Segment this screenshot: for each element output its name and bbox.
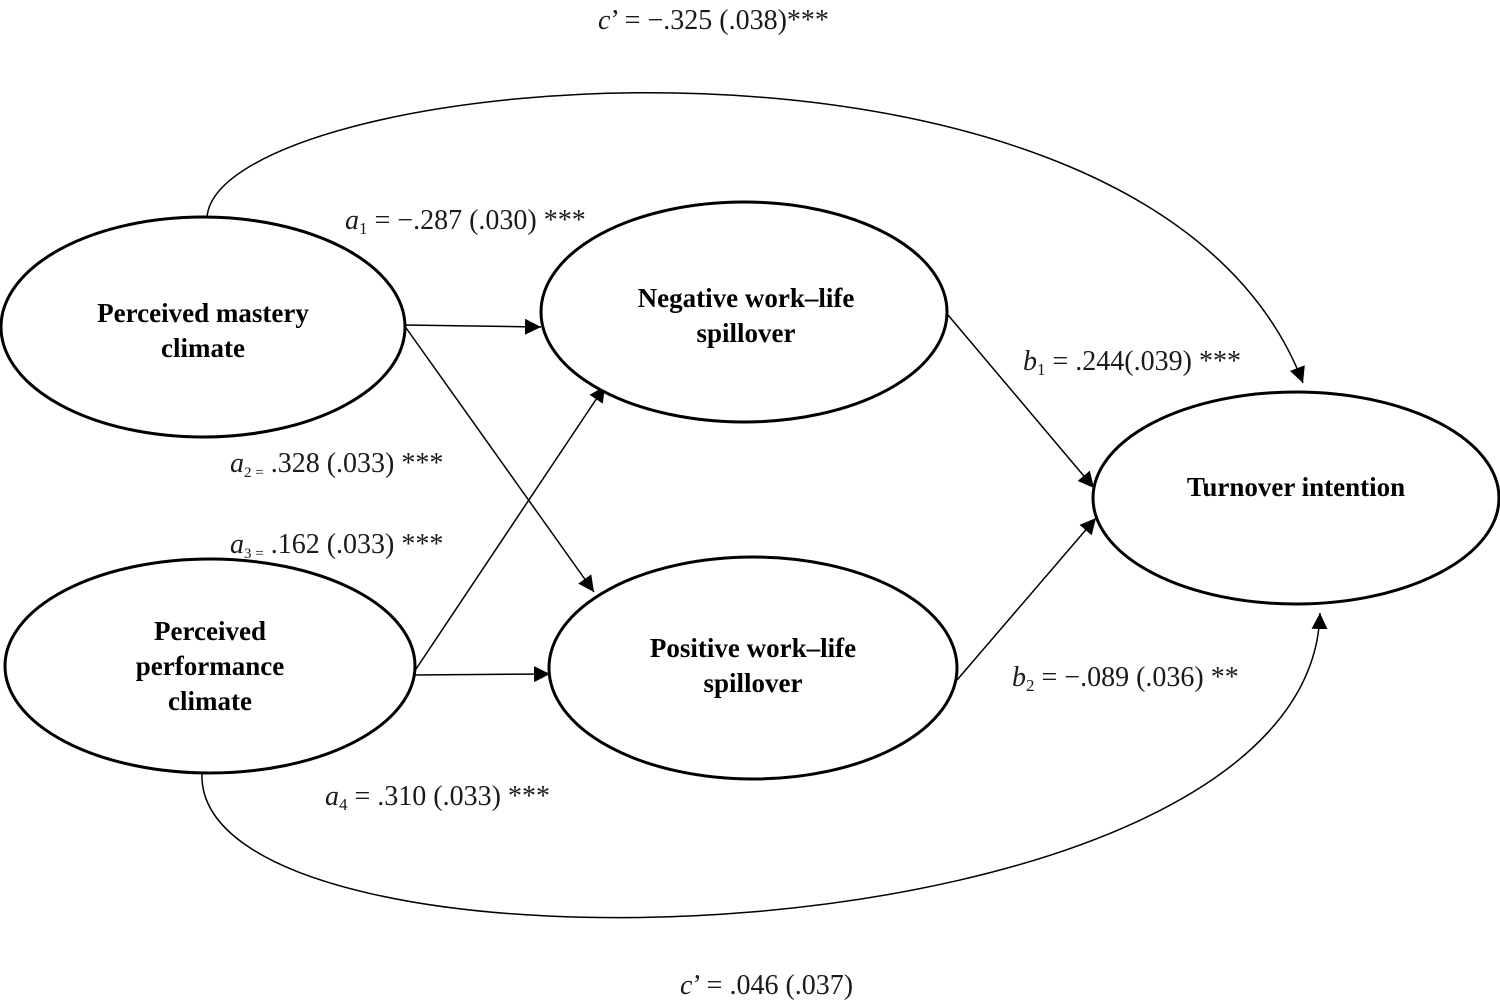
node-negative-work-life-spillover: Negative work–life spillover bbox=[539, 200, 949, 424]
path-a4-arrow bbox=[411, 666, 551, 683]
node-label-line: climate bbox=[168, 686, 252, 716]
direct-path-mastery-to-turnover bbox=[206, 92, 1305, 384]
node-label-line: Perceived bbox=[154, 616, 266, 646]
label-c-prime-top: c’ = −.325 (.038)*** bbox=[598, 5, 829, 36]
path-b2-arrow bbox=[956, 517, 1097, 681]
node-label-line: performance bbox=[136, 651, 284, 681]
path-a3-arrow bbox=[411, 385, 606, 676]
node-label-line: Turnover intention bbox=[1187, 472, 1405, 502]
node-perceived-mastery-climate: Perceived mastery climate bbox=[0, 215, 407, 439]
label-a4: a4 = .310 (.033) *** bbox=[325, 781, 550, 814]
node-label-line: climate bbox=[161, 333, 245, 363]
node-label-line: Negative work–life bbox=[638, 283, 855, 313]
path-b1-arrow bbox=[947, 314, 1095, 489]
path-a1-arrow bbox=[403, 318, 542, 335]
direct-path-performance-to-turnover bbox=[201, 612, 1328, 919]
node-label-line: Positive work–life bbox=[650, 633, 856, 663]
label-a3: a3 = .162 (.033) *** bbox=[230, 529, 443, 562]
node-label-line: spillover bbox=[697, 318, 796, 348]
label-a1: a1 = −.287 (.030) *** bbox=[345, 205, 586, 238]
label-b1: b1 = .244(.039) *** bbox=[1023, 346, 1241, 379]
label-a2: a2 = .328 (.033) *** bbox=[230, 448, 443, 481]
node-perceived-performance-climate: Perceived performance climate bbox=[3, 557, 417, 775]
node-turnover-intention: Turnover intention bbox=[1091, 390, 1500, 606]
node-label-line: spillover bbox=[704, 668, 803, 698]
label-b2: b2 = −.089 (.036) ** bbox=[1012, 662, 1239, 695]
node-positive-work-life-spillover: Positive work–life spillover bbox=[547, 555, 959, 781]
label-c-prime-bottom: c’ = .046 (.037) bbox=[680, 970, 853, 1001]
path-a2-arrow bbox=[403, 324, 595, 593]
node-label-line: Perceived mastery bbox=[97, 298, 309, 328]
